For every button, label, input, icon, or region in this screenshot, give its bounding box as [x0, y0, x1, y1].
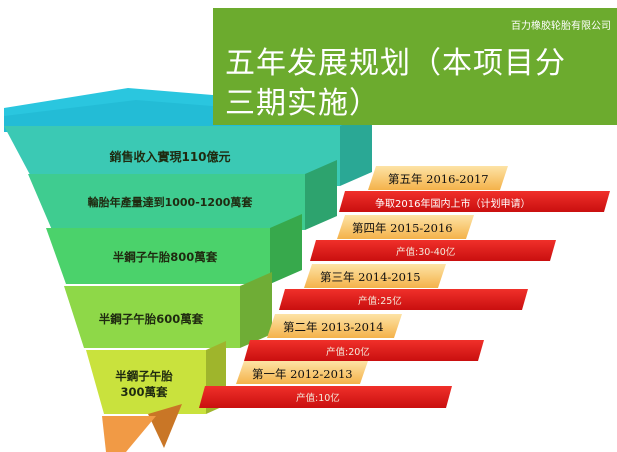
stage-2-name: 第二年 2013-2014: [283, 320, 384, 334]
tier-4-label: 半鋼子午胎600萬套: [98, 312, 204, 326]
stage-1-detail: 产值:10亿: [296, 393, 340, 404]
title-panel: 百力橡胶轮胎有限公司 五年发展规划（本项目分 三期实施）: [213, 8, 617, 125]
stage-banner: [304, 264, 446, 288]
title-line-2: 三期实施）: [225, 86, 380, 121]
pyramid-tip-side: [148, 404, 182, 448]
pyramid-tier-5-front: [86, 350, 206, 414]
pyramid-tier-3-front: [46, 228, 270, 284]
pyramid-tier-4-front: [64, 286, 240, 348]
stage-3-name: 第三年 2014-2015: [320, 270, 421, 284]
stage-4-detail: 产值:30-40亿: [396, 247, 456, 258]
pyramid-tier-4-side: [240, 272, 272, 348]
stage-3-detail: 产值:25亿: [358, 296, 402, 307]
detail-banner: [279, 289, 528, 310]
tier-5-label: 半鋼子午胎 300萬套: [96, 368, 192, 400]
pyramid-tip-front: [102, 416, 156, 452]
pyramid-tier-1-side: [340, 112, 372, 186]
detail-banner: [310, 240, 556, 261]
tier-2-label: 輪胎年產量達到1000-1200萬套: [87, 196, 253, 209]
tier-3-label: 半鋼子午胎800萬套: [112, 250, 218, 264]
stage-5-name: 第五年 2016-2017: [388, 172, 489, 186]
page-title: 五年发展规划（本项目分 三期实施）: [225, 44, 613, 124]
stage-banner: [236, 361, 368, 384]
title-line-1: 五年发展规划（本项目分: [225, 46, 566, 81]
pyramid-tier-1-front: [4, 126, 340, 186]
stage-2-detail: 产值:20亿: [326, 347, 370, 358]
tier-1-label: 銷售收入實現110億元: [109, 150, 231, 164]
stage-5-detail: 争取2016年国内上市（计划申请）: [375, 199, 531, 210]
stage-1-name: 第一年 2012-2013: [252, 367, 353, 381]
stage-banner: [368, 166, 508, 190]
stage-banner: [337, 215, 474, 239]
pyramid-tier-2-side: [305, 160, 337, 230]
detail-banner: [244, 340, 484, 361]
tier-5-label-line-1: 半鋼子午胎: [115, 369, 173, 383]
detail-banner: [339, 191, 610, 212]
pyramid-tier-3-side: [270, 214, 302, 284]
company-name: 百力橡胶轮胎有限公司: [511, 21, 611, 32]
detail-banner: [199, 386, 452, 408]
tier-5-label-line-2: 300萬套: [120, 385, 168, 399]
stage-banner: [267, 314, 402, 338]
pyramid-tier-2-front: [28, 174, 305, 230]
stage-4-name: 第四年 2015-2016: [352, 221, 453, 235]
